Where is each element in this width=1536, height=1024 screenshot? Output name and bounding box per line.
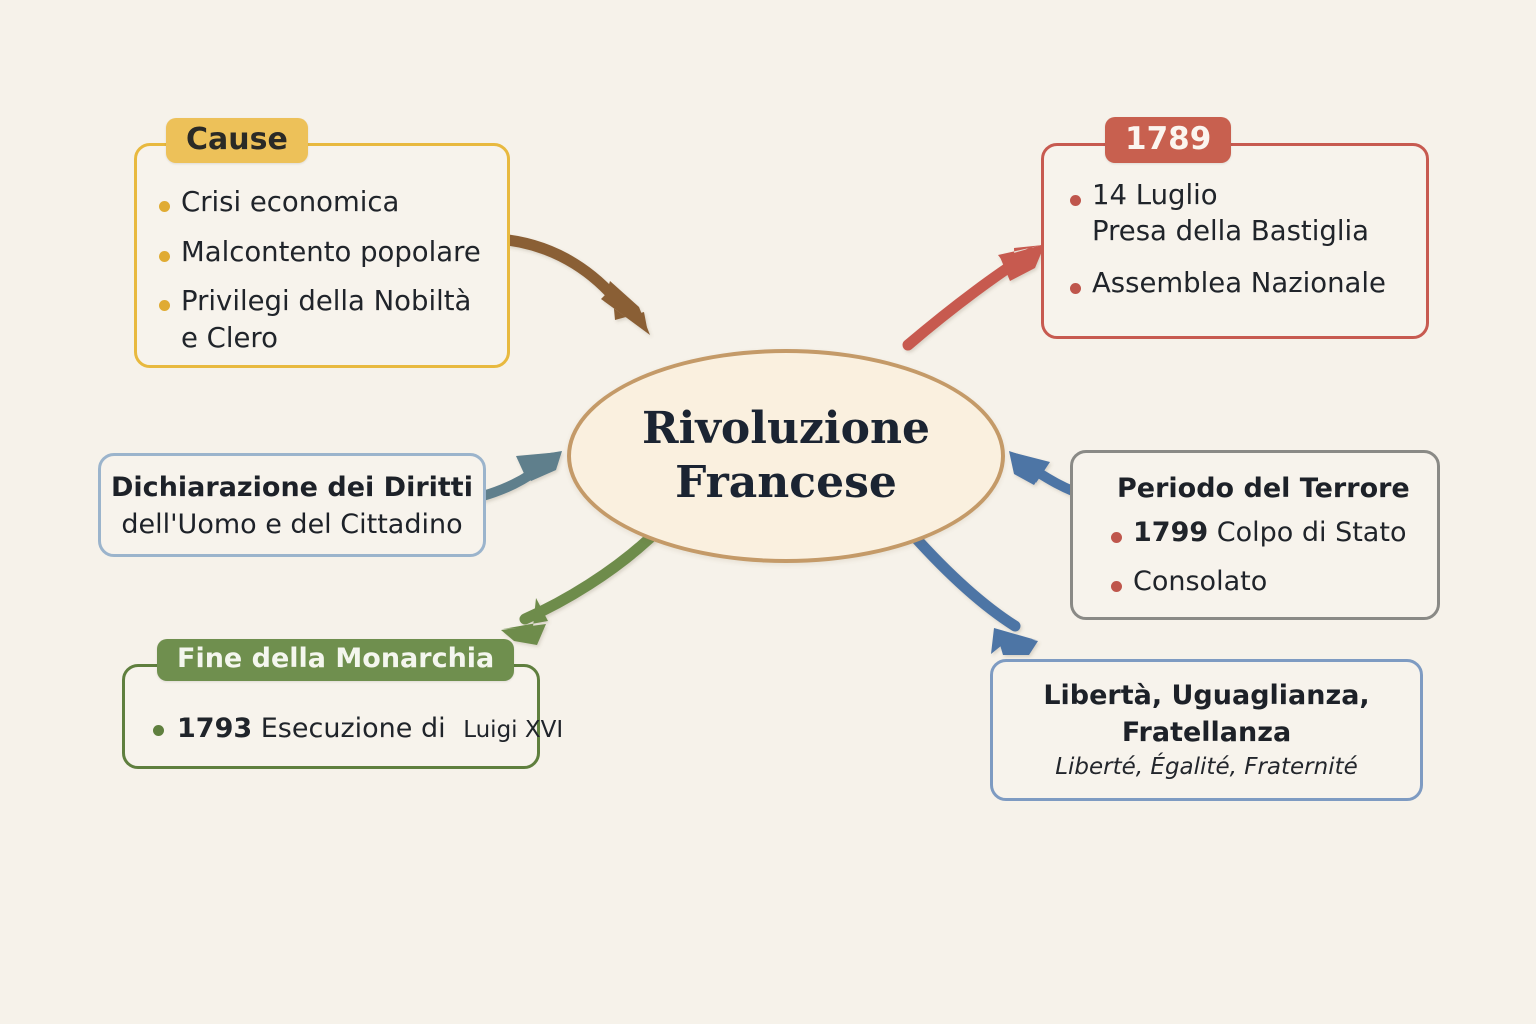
motto-french: Liberté, Égalité, Fraternité [1055,754,1358,780]
node-1789[interactable]: 14 Luglio Presa della Bastiglia Assemble… [1041,143,1429,339]
cause-item-list: Crisi economica Malcontento popolare Pri… [151,184,499,369]
motto-italian-line2: Fratellanza [1121,716,1292,748]
monarchy-year: 1793 [177,713,253,744]
motto-italian: Libertà, Uguaglianza, Fratellanza [993,678,1420,751]
center-topic-label: Rivoluzione Francese [642,402,930,509]
y1789-item-list: 14 Luglio Presa della Bastiglia Assemble… [1062,178,1420,317]
monarchy-king: Luigi XVI [463,717,564,743]
cause-item-label: Malcontento popolare [181,235,481,268]
node-declaration[interactable]: Dichiarazione dei Diritti dell'Uomo e de… [98,453,486,557]
monarchy-tab-label[interactable]: Fine della Monarchia [157,639,515,681]
cause-item-label: Privilegi della Nobiltà [181,285,472,318]
terror-item: Consolato [1103,564,1431,599]
y1789-item-label: Assemblea Nazionale [1092,266,1386,299]
y1789-item-label: 14 Luglio [1092,179,1218,211]
y1789-item: 14 Luglio Presa della Bastiglia [1062,178,1420,250]
cause-tab-label[interactable]: Cause [166,118,308,163]
arrow-cause-to-center [502,234,650,335]
arrow-center-to-monarchy [501,532,656,645]
y1789-item: Assemblea Nazionale [1062,266,1420,302]
center-topic-line2: Francese [675,457,897,508]
terror-item: 1799 Colpo di Stato [1103,515,1431,550]
node-center-topic[interactable]: Rivoluzione Francese [567,349,1005,563]
motto-italian-line1: Libertà, Uguaglianza, [1043,680,1370,711]
cause-item: Crisi economica [151,184,499,221]
cause-item: Malcontento popolare [151,234,499,271]
cause-item-label: Crisi economica [181,186,400,218]
cause-item-label-line2: e Clero [181,321,278,354]
arrow-center-to-1789 [902,244,1045,351]
monarchy-item: 1793 Esecuzione di Luigi XVI [147,713,563,744]
declaration-line1: Dichiarazione dei Diritti [111,472,473,503]
declaration-text: Dichiarazione dei Diritti dell'Uomo e de… [101,470,483,543]
node-motto[interactable]: Libertà, Uguaglianza, Fratellanza Libert… [990,659,1423,801]
terror-item-list: 1799 Colpo di Stato Consolato [1103,515,1431,613]
y1789-tab-label[interactable]: 1789 [1105,117,1232,164]
terror-item-label: Consolato [1133,566,1268,598]
monarchy-bullet: 1793 [147,713,252,744]
y1789-item-label-line2: Presa della Bastiglia [1092,214,1369,247]
cause-item: Privilegi della Nobiltà e Clero [151,283,499,356]
terror-item-label: Colpo di Stato [1216,517,1407,548]
node-cause[interactable]: Crisi economica Malcontento popolare Pri… [134,143,510,368]
terror-year: 1799 [1133,517,1209,548]
arrow-center-to-motto [907,529,1038,655]
declaration-line2: dell'Uomo e del Cittadino [121,508,463,540]
center-topic-line1: Rivoluzione [642,403,930,455]
node-terror[interactable]: Periodo del Terrore 1799 Colpo di Stato … [1070,450,1440,620]
terror-title: Periodo del Terrore [1117,473,1410,504]
monarchy-event: Esecuzione di [260,713,446,744]
